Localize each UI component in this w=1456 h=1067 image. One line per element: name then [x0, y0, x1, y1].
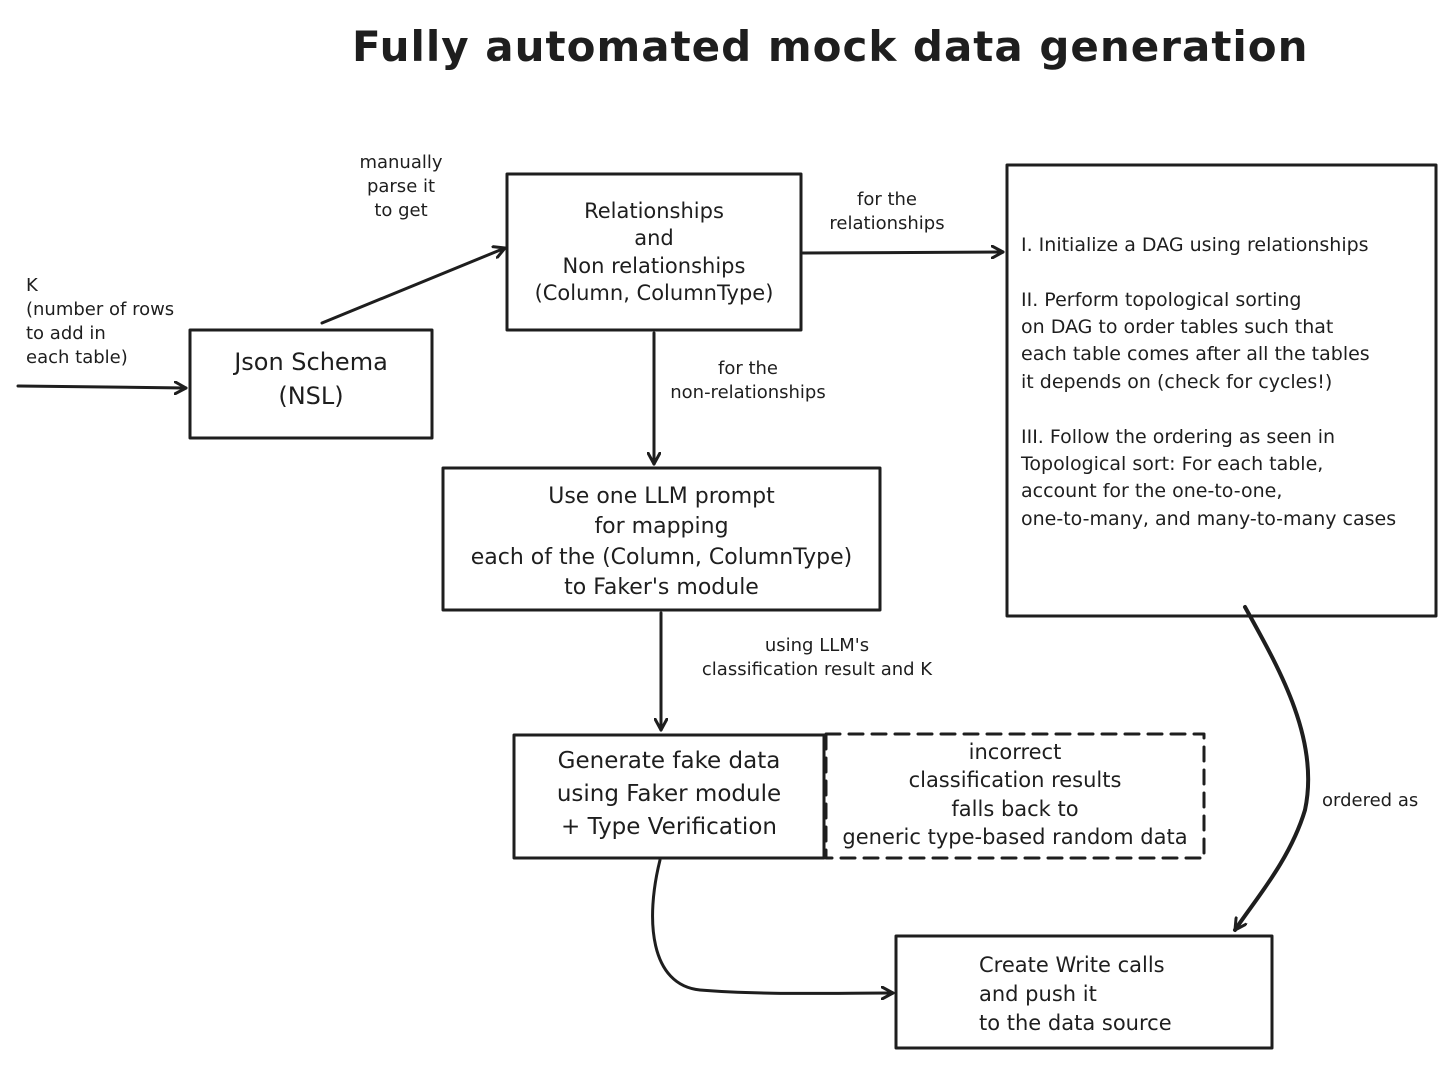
generate-box: [512, 733, 826, 860]
arrow-schema-to-relationships: [320, 248, 507, 325]
write-calls-label: Create Write calls and push it to the da…: [979, 953, 1172, 1035]
fallback-box: [824, 732, 1206, 860]
llm-prompt-box: [441, 466, 882, 612]
arrow-generate-to-write: [651, 858, 895, 993]
relationships-box: [505, 172, 803, 332]
edge-label-using-llm: using LLM's classification result and K: [701, 635, 933, 680]
fallback-label: incorrect classification results falls b…: [842, 740, 1188, 850]
arrow-dag-to-write: [1233, 605, 1311, 932]
k-input-label: K (number of rows to add in each table): [26, 275, 175, 369]
edge-label-manually-parse: manually parse it to get: [359, 152, 443, 221]
write-calls-box: [894, 934, 1274, 1050]
arrow-relationships-to-dag: [801, 252, 1005, 253]
json-schema-label: Json Schema (NSL): [234, 348, 388, 410]
dag-steps-box: [1005, 163, 1438, 618]
dag-steps-text: I. Initialize a DAG using relationships …: [1021, 234, 1397, 530]
llm-prompt-label: Use one LLM prompt for mapping each of t…: [470, 484, 853, 601]
edge-label-for-non-relationships: for the non-relationships: [670, 358, 826, 403]
arrow-k-to-schema: [16, 386, 188, 388]
diagram-title: Fully automated mock data generation: [352, 22, 1309, 71]
relationships-label: Relationships and Non relationships (Col…: [534, 199, 774, 305]
edge-label-ordered-as: ordered as: [1322, 790, 1419, 811]
edge-label-for-relationships: for the relationships: [829, 189, 945, 234]
json-schema-box: [188, 328, 434, 440]
generate-label: Generate fake data using Faker module + …: [556, 748, 782, 840]
